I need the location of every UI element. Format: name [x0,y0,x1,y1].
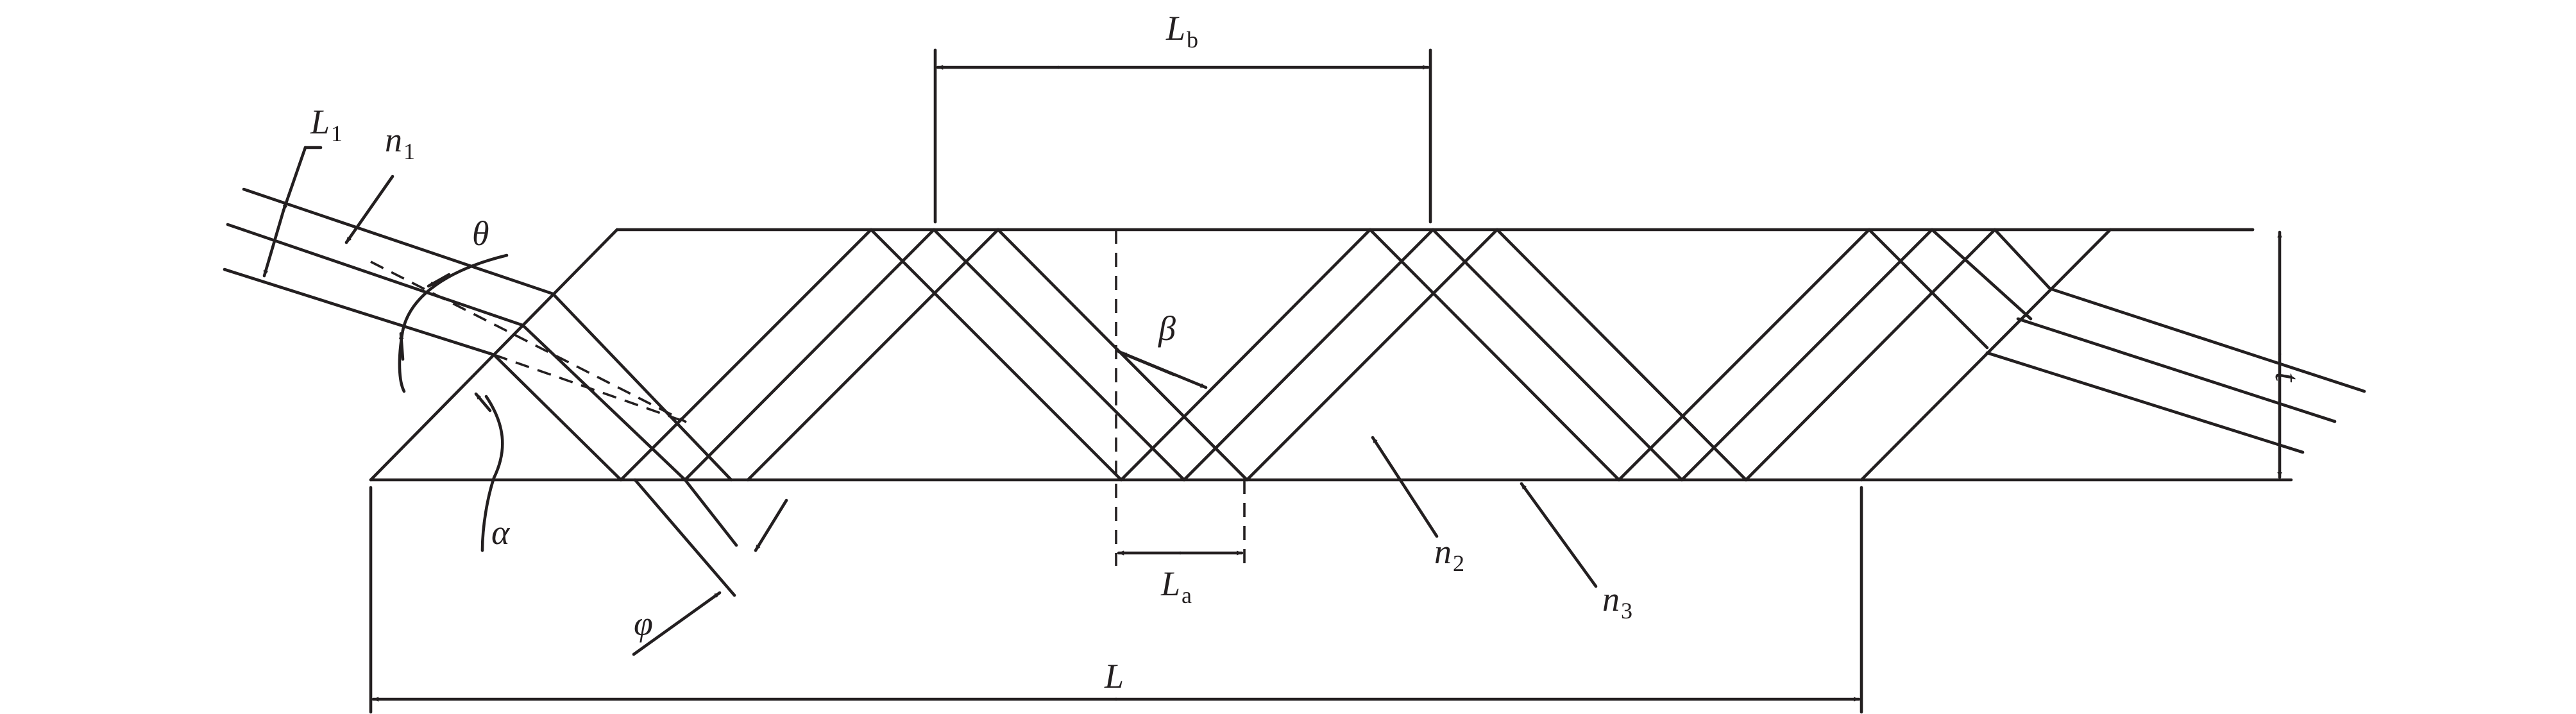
ray-up-2b [1182,228,1435,482]
ray-up-3a [1617,228,1871,482]
n2-pointer [1371,436,1439,538]
label-beta: β [1158,309,1176,348]
ray-down-3a [1368,228,1621,482]
theta-arc [401,253,509,332]
label-phi: φ [634,604,653,643]
ray-down-4b [1930,228,2033,321]
ray-down-3b [1431,228,1684,482]
label-n1: n1 [385,121,415,164]
ray-up-2a [1119,228,1372,482]
ray-down-1a [551,292,733,482]
phi-guide-line-2 [683,478,738,547]
construction-lines [370,230,1246,566]
facet-normal-dashed [370,260,687,423]
label-L1: L1 [310,103,343,146]
label-t: t [2268,372,2307,383]
label-n2: n2 [1434,532,1464,576]
refracted-direction-dashed [493,353,687,423]
ray-down-2b [932,228,1186,482]
L-dimension [369,486,1863,714]
ray-down-1b [521,323,687,482]
incident-ray-middle [226,223,525,327]
ray-up-3b [1680,228,1934,482]
theta-angle [398,253,509,393]
ray-down-3c [1495,228,1748,482]
Lb-dimension [933,48,1432,224]
ray-up-1c [746,228,1000,482]
alpha-arrow-head [474,392,492,412]
ray-down-4c [1993,228,2052,291]
label-La: La [1160,565,1192,608]
n3-pointer [1520,482,1598,588]
label-n3: n3 [1602,580,1632,624]
ray-down-1c [492,353,623,482]
phi-guide-line-1 [633,478,736,597]
phi-arrow-upper [754,498,788,552]
theta-arrow-head-top [427,273,451,288]
phi-angle [632,478,788,656]
ray-up-3c [1744,228,1997,482]
slab-right-facet [1860,228,2112,482]
ray-up-2c [1245,228,1499,482]
label-L: L [1104,657,1124,695]
L1-arrow-down [262,208,285,278]
L1-indicator [262,146,323,278]
beta-arrow-back [1119,351,1176,377]
n1-pointer [344,174,394,244]
guided-rays [492,228,2052,482]
output-beam [1985,287,2366,454]
label-theta: θ [472,214,489,253]
label-alpha: α [491,513,511,552]
output-ray-middle [2016,317,2337,423]
alpha-angle [474,392,504,552]
theta-arrow-head-bottom [398,332,405,361]
ray-up-1b [683,228,936,482]
incident-beam [223,187,555,357]
ray-up-1a [619,228,873,482]
incident-ray-bottom [223,268,496,357]
incident-ray-top [242,187,555,296]
output-ray-top [2048,287,2366,393]
ray-down-2a [869,228,1123,482]
label-Lb: Lb [1165,9,1198,53]
ray-down-4a [1867,228,1989,350]
phi-arrow-lower [632,591,722,656]
alpha-arc [480,395,504,552]
output-ray-bottom [1985,351,2305,454]
L1-arrow-up [282,146,307,212]
